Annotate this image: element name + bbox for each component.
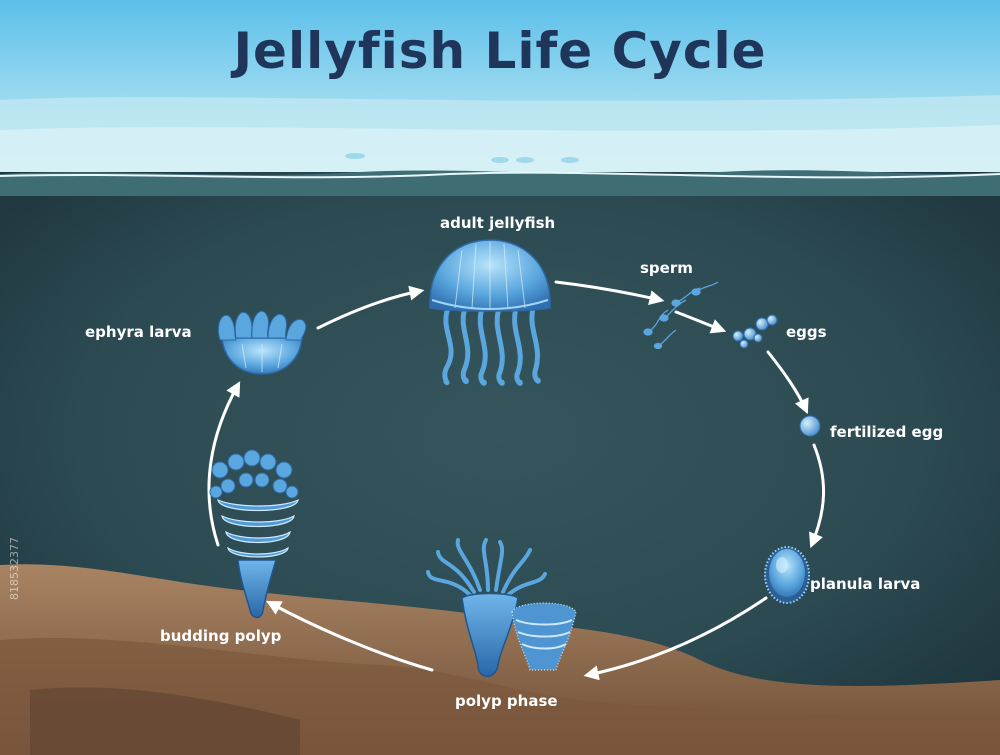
arrow-polyp-to-budding [266, 600, 434, 672]
seabed-patch [30, 687, 300, 755]
arrow-fertilized-to-planula [809, 443, 826, 549]
sky-band-2 [0, 125, 1000, 175]
eggs-icon [732, 314, 778, 349]
label-polyp-phase: polyp phase [455, 692, 558, 710]
arrow-ephyra-to-adult [316, 285, 425, 330]
fertilized-egg-icon [799, 415, 821, 437]
label-eggs: eggs [786, 323, 827, 341]
arrow-sperm-to-eggs [674, 310, 727, 334]
ephyra-larva-icon [218, 310, 307, 375]
arrow-planula-to-polyp [583, 596, 768, 681]
label-ephyra-larva: ephyra larva [85, 323, 192, 341]
cycle-arrows [207, 280, 826, 681]
label-adult-jellyfish: adult jellyfish [440, 214, 556, 232]
surface-bubbles [345, 153, 579, 163]
label-budding-polyp: budding polyp [160, 627, 282, 645]
arrow-budding-to-ephyra [207, 381, 241, 547]
label-fertilized-egg: fertilized egg [830, 423, 944, 441]
budding-polyp-icon [209, 449, 299, 619]
arrow-adult-to-sperm [554, 280, 665, 305]
stock-id-watermark: 818532377 [8, 537, 21, 600]
polyp-phase-icon [426, 538, 577, 677]
surface-line [0, 171, 1000, 179]
page-title: Jellyfish Life Cycle [233, 22, 767, 80]
arrow-eggs-to-fertilized [766, 350, 809, 415]
sperm-icon [643, 281, 719, 350]
label-sperm: sperm [640, 259, 693, 277]
water-surface [0, 170, 1000, 196]
label-planula-larva: planula larva [810, 575, 921, 593]
adult-jellyfish-icon [429, 239, 551, 386]
planula-larva-icon [764, 546, 810, 604]
